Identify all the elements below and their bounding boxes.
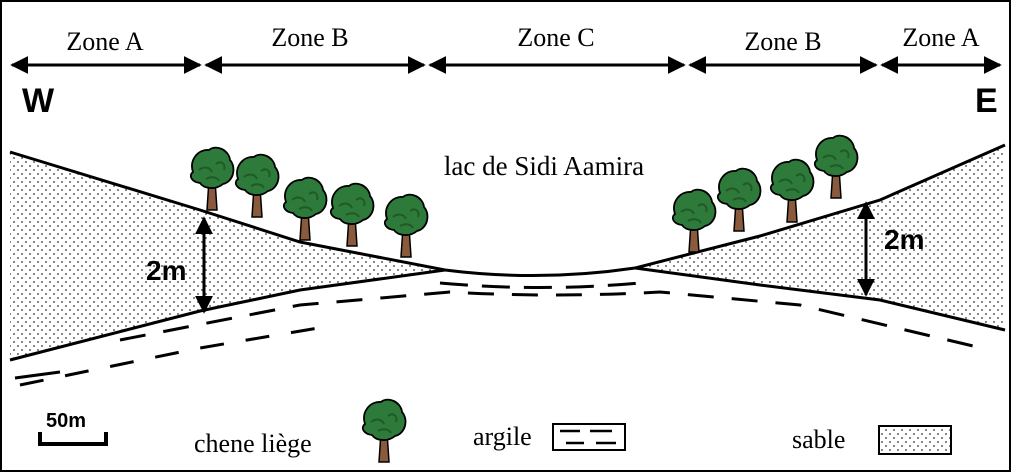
cork-oak-tree <box>716 167 762 232</box>
cork-oak-tree <box>383 193 429 258</box>
east-label: E <box>975 82 998 120</box>
sand-layer-west <box>10 152 445 360</box>
zone-label: Zone B <box>744 27 821 56</box>
ground-surface <box>9 143 1006 278</box>
sand-layer-east <box>635 145 1005 330</box>
cork-oak-tree <box>234 153 280 218</box>
zone-label: Zone A <box>902 23 979 52</box>
sand-base-east <box>634 266 1006 332</box>
zone-label: Zone B <box>271 23 348 52</box>
legend-tree-label: chene liège <box>194 429 312 458</box>
zone-label: Zone A <box>66 27 143 56</box>
legend-tree-icon <box>361 398 407 463</box>
cork-oak-tree <box>329 182 375 247</box>
scale-bar <box>38 432 108 446</box>
lake-label: lac de Sidi Aamira <box>444 151 644 181</box>
cork-oak-tree <box>769 158 815 223</box>
legend-sand-swatch <box>878 425 952 455</box>
cork-oak-tree <box>189 146 235 211</box>
cork-oak-tree <box>282 176 328 241</box>
depth-label-west: 2m <box>146 255 186 286</box>
sand-base-west <box>9 268 446 362</box>
depth-label-east: 2m <box>884 224 924 255</box>
legend-sand-label: sable <box>792 425 845 454</box>
cork-oak-tree <box>671 188 717 253</box>
zone-label: Zone C <box>517 23 594 52</box>
clay-layer <box>14 281 991 387</box>
west-label: W <box>22 82 55 120</box>
legend-clay-label: argile <box>473 422 532 451</box>
cork-oak-tree <box>813 134 859 199</box>
legend-clay-swatch <box>552 423 626 451</box>
scale-label: 50m <box>46 410 86 432</box>
